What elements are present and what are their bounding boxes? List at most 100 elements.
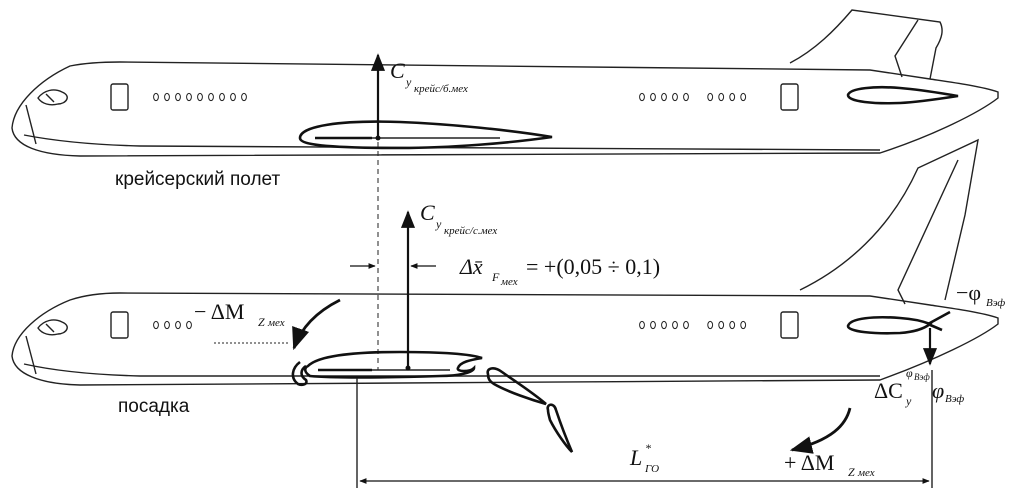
svg-text:Z: Z bbox=[258, 315, 265, 329]
svg-text:ΔC: ΔC bbox=[874, 378, 903, 403]
fuselage-window bbox=[241, 92, 247, 102]
svg-text:φ: φ bbox=[932, 378, 944, 403]
landing-nose-line bbox=[25, 335, 37, 375]
l-go-dimension bbox=[356, 370, 933, 488]
landing-front-door bbox=[110, 311, 129, 339]
l-go-label: L * ГО bbox=[629, 441, 659, 475]
neg-phi-label: −φ Вэф bbox=[956, 280, 1005, 309]
fuselage-window bbox=[164, 92, 170, 102]
landing-aircraft bbox=[11, 138, 999, 453]
fuselage-window bbox=[661, 92, 667, 102]
landing-fuselage bbox=[11, 292, 999, 386]
fuselage-window bbox=[740, 320, 747, 330]
landing-lift-point bbox=[405, 365, 411, 371]
cruise-label: крейсерский полет bbox=[115, 169, 280, 190]
svg-text:C: C bbox=[390, 58, 405, 83]
landing-label: посадка bbox=[118, 396, 190, 417]
landing-tail-fin bbox=[799, 138, 979, 301]
cruise-cockpit-divider bbox=[45, 93, 55, 103]
svg-text:ГО: ГО bbox=[644, 463, 659, 475]
cy-cruise-label: C y крейс/б.мех bbox=[390, 58, 468, 95]
fuselage-window bbox=[639, 320, 645, 330]
pos-moment-label: + ΔM Z мех bbox=[784, 450, 875, 479]
cruise-front-door bbox=[110, 83, 129, 111]
fuselage-window bbox=[672, 92, 678, 102]
landing-window-row-front bbox=[153, 320, 192, 330]
fuselage-window bbox=[661, 320, 667, 330]
svg-text:Δx̄: Δx̄ bbox=[459, 254, 483, 279]
svg-text:крейс/б.мех: крейс/б.мех bbox=[414, 83, 468, 95]
landing-rear-door bbox=[780, 311, 799, 339]
svg-text:F: F bbox=[491, 270, 500, 284]
svg-text:L: L bbox=[629, 445, 642, 470]
fuselage-window bbox=[740, 92, 747, 102]
fuselage-window bbox=[650, 92, 656, 102]
fuselage-window bbox=[230, 92, 236, 102]
svg-text:C: C bbox=[420, 200, 435, 225]
fuselage-window bbox=[729, 320, 736, 330]
neg-moment-arrow bbox=[292, 298, 341, 351]
fuselage-window bbox=[707, 92, 714, 102]
landing-flap-2 bbox=[546, 403, 574, 453]
fuselage-window bbox=[186, 92, 192, 102]
svg-text:y: y bbox=[435, 217, 442, 231]
svg-text:φ: φ bbox=[906, 366, 913, 380]
neg-moment-label: − ΔM Z мех bbox=[194, 299, 285, 329]
cruise-nose-line bbox=[25, 104, 37, 145]
landing-slat bbox=[291, 360, 308, 387]
landing-belly-line bbox=[23, 363, 880, 377]
cruise-window-row-rear bbox=[639, 92, 747, 102]
pos-moment-arrow bbox=[789, 407, 852, 454]
svg-text:− ΔM: − ΔM bbox=[194, 299, 244, 324]
svg-text:Вэф: Вэф bbox=[986, 297, 1005, 309]
svg-text:y: y bbox=[905, 394, 912, 408]
delta-cy-label: ΔC y φ Вэф φ Вэф bbox=[874, 366, 964, 408]
fuselage-window bbox=[197, 92, 203, 102]
svg-text:Z: Z bbox=[848, 465, 855, 479]
svg-text:*: * bbox=[645, 441, 651, 455]
fuselage-window bbox=[153, 92, 159, 102]
cruise-lift-point bbox=[375, 135, 381, 141]
fuselage-window bbox=[683, 320, 689, 330]
fuselage-window bbox=[718, 92, 725, 102]
landing-wing-airfoil bbox=[303, 350, 483, 379]
cruise-htail-airfoil bbox=[846, 85, 959, 105]
svg-text:Вэф: Вэф bbox=[945, 393, 964, 405]
svg-text:Вэф: Вэф bbox=[914, 372, 930, 382]
landing-rudder-line bbox=[897, 159, 959, 305]
cruise-cockpit-window bbox=[37, 89, 68, 106]
landing-cockpit-window bbox=[37, 319, 68, 336]
svg-text:+ ΔM: + ΔM bbox=[784, 450, 834, 475]
fuselage-window bbox=[175, 92, 181, 102]
cruise-fuselage bbox=[11, 61, 999, 157]
landing-cockpit-divider bbox=[45, 323, 55, 333]
svg-text:крейс/с.мех: крейс/с.мех bbox=[444, 225, 497, 237]
fuselage-window bbox=[164, 320, 170, 330]
landing-htail-airfoil bbox=[846, 315, 933, 335]
fuselage-window bbox=[718, 320, 725, 330]
fuselage-window bbox=[175, 320, 181, 330]
landing-elevator bbox=[927, 310, 951, 332]
delta-x-label: Δx̄ F мех = +(0,05 ÷ 0,1) bbox=[459, 254, 660, 288]
cruise-wing-airfoil bbox=[298, 120, 553, 150]
svg-text:= +(0,05 ÷ 0,1): = +(0,05 ÷ 0,1) bbox=[526, 254, 660, 279]
fuselage-window bbox=[153, 320, 159, 330]
landing-window-row-rear bbox=[639, 320, 747, 330]
fuselage-window bbox=[219, 92, 225, 102]
fuselage-window bbox=[208, 92, 214, 102]
landing-flap-1 bbox=[486, 367, 547, 406]
svg-text:мех: мех bbox=[267, 317, 285, 329]
svg-text:мех: мех bbox=[857, 467, 875, 479]
fuselage-window bbox=[729, 92, 736, 102]
cruise-rear-door bbox=[780, 83, 799, 111]
svg-text:−φ: −φ bbox=[956, 280, 981, 305]
svg-text:мех: мех bbox=[500, 276, 518, 288]
fuselage-window bbox=[650, 320, 656, 330]
fuselage-window bbox=[186, 320, 192, 330]
fuselage-window bbox=[683, 92, 689, 102]
svg-text:y: y bbox=[405, 75, 412, 89]
fuselage-window bbox=[707, 320, 714, 330]
fuselage-window bbox=[639, 92, 645, 102]
cruise-rudder-line bbox=[894, 19, 919, 78]
